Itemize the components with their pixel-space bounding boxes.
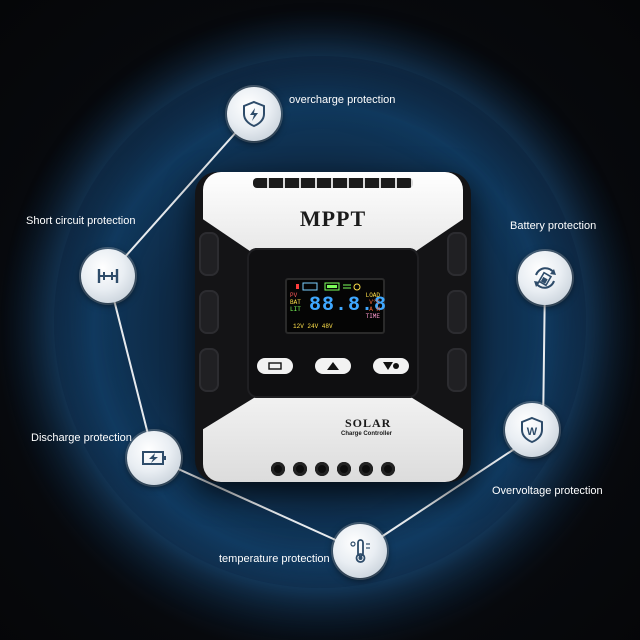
- control-panel: PV BAT LIT 88.8.8 LOAD V°C A H TIME 12V …: [247, 248, 419, 398]
- terminal: [359, 462, 373, 476]
- lcd-label-pv: PV: [290, 292, 298, 299]
- solar-label: SOLAR: [345, 416, 392, 430]
- shield-w-icon: W: [505, 403, 559, 457]
- terminal: [293, 462, 307, 476]
- side-rib: [447, 290, 467, 334]
- overcharge-label: overcharge protection: [289, 94, 396, 106]
- lcd-unit-v: V°C: [369, 299, 380, 306]
- lcd-digits: 88.8.8: [309, 294, 388, 317]
- side-rib: [199, 290, 219, 334]
- thermometer-icon: [333, 524, 387, 578]
- battery-cycle-icon: [518, 251, 572, 305]
- shield-bolt-icon: [227, 87, 281, 141]
- lcd-unit-a: A H: [369, 306, 380, 313]
- lcd-label-bat: BAT: [290, 299, 301, 306]
- menu-button[interactable]: [257, 358, 293, 374]
- up-button[interactable]: [315, 358, 351, 374]
- side-rib: [199, 348, 219, 392]
- terminal: [381, 462, 395, 476]
- discharge-battery-icon: [127, 431, 181, 485]
- menu-icon: [268, 362, 282, 370]
- up-arrow-icon: [327, 362, 339, 370]
- brand-label: MPPT: [299, 206, 367, 231]
- lcd-label-lit: LIT: [290, 306, 301, 313]
- lcd-voltage-options: 12V 24V 48V: [293, 323, 333, 330]
- charge-controller-label: Charge Controller: [341, 431, 393, 437]
- top-vent: [253, 178, 413, 188]
- lcd-load-label: LOAD: [365, 292, 380, 299]
- terminal: [271, 462, 285, 476]
- terminal: [315, 462, 329, 476]
- lcd-unit-time: TIME: [365, 313, 380, 320]
- lcd-left-labels: PV BAT LIT: [290, 292, 301, 313]
- mppt-charge-controller: MPPT PV BAT LIT 88.8.8: [195, 172, 471, 482]
- temperature-label: temperature protection: [219, 553, 330, 565]
- lcd-right-labels: LOAD V°C A H TIME: [366, 292, 380, 320]
- down-set-button[interactable]: [373, 358, 409, 374]
- side-rib: [447, 348, 467, 392]
- short-circuit-icon: [81, 249, 135, 303]
- bottom-cover: [203, 394, 463, 482]
- discharge-label: Discharge protection: [31, 432, 132, 444]
- svg-text:W: W: [527, 426, 538, 438]
- side-rib: [447, 232, 467, 276]
- side-rib: [199, 232, 219, 276]
- terminal: [337, 462, 351, 476]
- lcd-status-icons: [296, 282, 361, 291]
- overvoltage-label: Overvoltage protection: [492, 485, 603, 497]
- lcd-display: PV BAT LIT 88.8.8 LOAD V°C A H TIME 12V …: [285, 278, 388, 334]
- down-arrow-icon: [383, 362, 399, 370]
- battery-protection-label: Battery protection: [510, 220, 597, 232]
- short-circuit-label: Short circuit protection: [26, 215, 136, 227]
